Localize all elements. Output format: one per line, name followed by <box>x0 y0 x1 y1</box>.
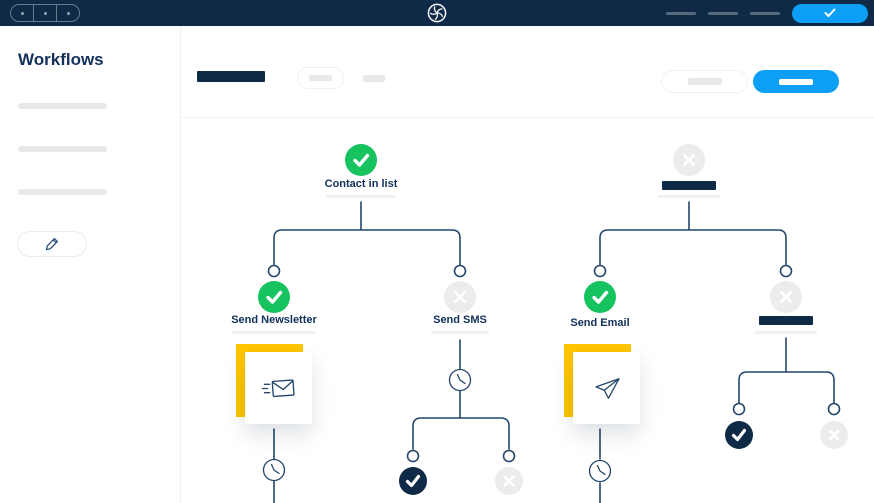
dot-icon <box>43 11 47 15</box>
branch-port <box>827 402 841 416</box>
main-panel: Contact in list Send Newsletter Send SMS <box>181 26 874 503</box>
node-status-skipped[interactable] <box>673 144 705 176</box>
edit-workflow-button[interactable] <box>17 231 87 257</box>
nav-placeholder <box>666 11 696 15</box>
label-underline <box>755 331 817 334</box>
node-status-completed[interactable] <box>258 281 290 313</box>
node-label-placeholder <box>662 181 716 190</box>
clock-icon <box>448 368 472 392</box>
node-status-completed-dark[interactable] <box>725 421 753 449</box>
check-icon <box>824 8 836 17</box>
filter-pill-placeholder[interactable] <box>297 67 344 89</box>
nav-placeholder <box>750 11 780 15</box>
brand-swirl-logo-icon <box>427 3 448 24</box>
dash-placeholder <box>309 75 332 81</box>
node-status-completed[interactable] <box>345 144 377 176</box>
send-email-card[interactable] <box>564 344 640 425</box>
node-status-skipped[interactable] <box>770 281 802 313</box>
node-status-completed[interactable] <box>584 281 616 313</box>
newsletter-card[interactable] <box>236 344 312 425</box>
x-icon <box>683 154 695 166</box>
branch-port <box>453 264 467 278</box>
pencil-icon <box>45 238 58 251</box>
newsletter-envelope-icon <box>261 378 295 397</box>
secondary-button-placeholder[interactable] <box>661 70 748 93</box>
card-body <box>573 352 640 424</box>
label-underline <box>326 195 396 198</box>
nav-placeholder <box>708 11 738 15</box>
window-control-1[interactable] <box>11 5 34 21</box>
branch-port <box>267 264 281 278</box>
check-icon <box>266 290 283 304</box>
header-divider <box>181 117 874 118</box>
page-title-placeholder <box>197 71 265 82</box>
dot-icon <box>20 11 24 15</box>
sidebar-title: Workflows <box>18 50 104 69</box>
window-control-3[interactable] <box>57 5 79 21</box>
sidebar-skeleton-item <box>18 103 107 109</box>
check-icon <box>592 290 609 304</box>
node-status-skipped[interactable] <box>444 281 476 313</box>
connector-line <box>273 201 461 266</box>
check-icon <box>405 474 421 488</box>
workflow-canvas: Contact in list Send Newsletter Send SMS <box>181 118 874 503</box>
x-icon <box>454 291 466 303</box>
sidebar: Workflows <box>0 26 181 503</box>
window-controls <box>10 4 80 22</box>
paper-plane-icon <box>594 378 620 399</box>
sidebar-skeleton-item <box>18 189 107 195</box>
dash-placeholder <box>687 78 722 85</box>
flow-connectors <box>262 201 841 503</box>
check-icon <box>731 428 747 442</box>
check-icon <box>353 153 370 167</box>
primary-button-placeholder[interactable] <box>753 70 839 93</box>
x-icon <box>828 429 840 441</box>
branch-port <box>593 264 607 278</box>
node-label: Send SMS <box>433 314 487 326</box>
node-label: Contact in list <box>324 178 398 190</box>
node-label-placeholder <box>759 316 813 325</box>
label-underline <box>431 331 489 334</box>
dash-placeholder <box>363 75 385 82</box>
x-icon <box>503 475 515 487</box>
node-label: Send Newsletter <box>231 314 317 326</box>
branch-port <box>502 449 516 463</box>
node-status-skipped[interactable] <box>820 421 848 449</box>
clock-icon <box>262 458 286 482</box>
node-label: Send Email <box>570 317 630 329</box>
connector-line <box>412 339 510 450</box>
node-status-skipped[interactable] <box>495 467 523 495</box>
window-control-2[interactable] <box>34 5 57 21</box>
branch-port <box>779 264 793 278</box>
connector-line <box>738 337 835 404</box>
dot-icon <box>66 11 70 15</box>
sidebar-skeleton-item <box>18 146 107 152</box>
node-status-completed-dark[interactable] <box>399 467 427 495</box>
topbar-menu <box>666 3 868 23</box>
connector-line <box>599 201 787 266</box>
clock-icon <box>588 459 612 483</box>
card-body <box>245 352 312 424</box>
branch-port <box>406 449 420 463</box>
branch-port <box>732 402 746 416</box>
label-underline <box>658 195 720 198</box>
topbar <box>0 0 874 26</box>
label-underline <box>232 331 316 334</box>
x-icon <box>780 291 792 303</box>
topbar-confirm-button[interactable] <box>792 3 868 23</box>
dash-placeholder <box>779 78 813 85</box>
